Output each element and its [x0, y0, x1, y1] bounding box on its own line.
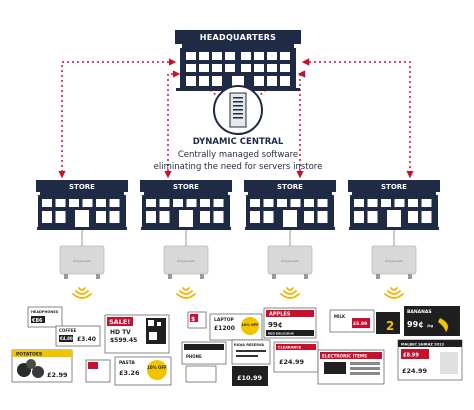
- label-apples-price: 99¢: [268, 321, 283, 329]
- base-station-1[interactable]: Displaydata: [59, 245, 105, 279]
- hq-to-store4-arrow: [301, 58, 414, 179]
- label-headphones-price: €86: [31, 318, 43, 324]
- label-phone: PHONE: [181, 341, 227, 383]
- hq-to-store1-arrow: [58, 58, 177, 179]
- label-pasta-name: PASTA: [119, 360, 135, 366]
- label-pasta-off: 10% OFF: [147, 365, 167, 370]
- label-coffee-price: £3.40: [77, 336, 96, 343]
- label-malbec-price: £8.99: [403, 353, 419, 359]
- label-juice-price: 2: [386, 319, 394, 333]
- label-electronics-price: £24.99: [402, 367, 428, 375]
- label-laptop-off: 10% OFF: [241, 323, 259, 327]
- hq-windows: [186, 52, 290, 88]
- label-apples-name: APPLES: [269, 312, 291, 318]
- label-potatoes-price: £2.99: [47, 371, 68, 379]
- label-milk: MILK £6.99: [329, 309, 375, 333]
- label-juice: 2: [376, 312, 400, 334]
- headquarters-building[interactable]: HEADQUARTERS: [175, 30, 301, 91]
- label-coffee-name: COFFEE: [59, 328, 77, 333]
- label-electronics-name: ELECTRONIC ITEMS: [322, 354, 367, 359]
- label-laptop: LAPTOP £1200 10% OFF: [209, 313, 263, 341]
- label-clearance-name: CLEARANCE: [278, 346, 302, 350]
- label-coffee: COFFEE £3.40 €4.80: [55, 325, 101, 347]
- label-rioja: RIOJA RESERVA £10.99: [231, 339, 271, 386]
- store-label-4: STORE: [381, 183, 407, 191]
- label-sale-tv: SALE! HD TV $599.45: [104, 314, 170, 354]
- central-subtitle-line1: Centrally managed software: [178, 150, 298, 160]
- label-dollar-sign: $: [191, 316, 195, 323]
- label-milk-name: MILK: [334, 314, 346, 319]
- label-pasta-price: £3.26: [119, 369, 140, 377]
- base-station-label-4: Displaydata: [385, 259, 403, 263]
- label-malbec-name: MALBEC SHIRAZ 2013: [401, 343, 444, 347]
- store-label-1: STORE: [69, 183, 95, 191]
- store-building-4[interactable]: STORE: [348, 180, 440, 230]
- wifi-signal-icon-2: [176, 287, 196, 299]
- base-station-2[interactable]: Displaydata: [163, 245, 209, 279]
- label-apples-sub: RED DELICIOUS: [268, 332, 294, 336]
- label-rioja-name: RIOJA RESERVA: [234, 343, 264, 347]
- label-small-red: [85, 359, 111, 383]
- price-labels: HEADPHONES €86 COFFEE £3.40 €4.80 POTATO…: [11, 306, 463, 386]
- base-station-3[interactable]: Displaydata: [267, 245, 313, 279]
- label-bananas-name: BANANAS: [407, 309, 432, 315]
- label-malbec: MALBEC SHIRAZ 2013 £8.99 £24.99: [397, 339, 463, 381]
- label-apples: APPLES 99¢ RED DELICIOUS: [263, 307, 317, 339]
- label-coffee-price2: €4.80: [59, 336, 73, 341]
- label-electronics: ELECTRONIC ITEMS: [317, 349, 385, 385]
- label-clearance: CLEARANCE £24.99: [273, 341, 319, 373]
- store-building-3[interactable]: STORE: [244, 180, 336, 230]
- label-tv-name: HD TV: [110, 329, 131, 336]
- stores-row: STORE Displaydata STORE Displaydata STORE Dis…: [36, 180, 440, 299]
- base-station-4[interactable]: Displaydata: [371, 245, 417, 279]
- label-headphones-name: HEADPHONES: [31, 310, 59, 314]
- base-station-label-2: Displaydata: [177, 259, 195, 263]
- label-laptop-price: £1200: [214, 325, 235, 332]
- label-potatoes-name: POTATOES: [16, 352, 42, 358]
- label-phone-name: PHONE: [186, 354, 202, 359]
- label-headphones: HEADPHONES €86: [27, 306, 63, 328]
- central-subtitle-line2: eliminating the need for servers instore: [154, 162, 323, 172]
- base-station-label-3: Displaydata: [281, 259, 299, 263]
- wifi-signal-icon-1: [72, 287, 92, 299]
- wifi-signal-icon-3: [280, 287, 300, 299]
- label-clearance2-price: £10.99: [237, 374, 263, 382]
- dynamic-central-server[interactable]: [213, 85, 263, 135]
- store-label-3: STORE: [277, 183, 303, 191]
- label-sale-text: SALE!: [109, 318, 130, 326]
- label-laptop-name: LAPTOP: [214, 317, 235, 323]
- label-bananas-price: 99¢: [407, 320, 424, 329]
- label-bananas: BANANAS 99¢ /kg: [404, 306, 460, 336]
- central-title: DYNAMIC CENTRAL: [193, 137, 284, 147]
- store-building-1[interactable]: STORE: [36, 180, 128, 230]
- wifi-signal-icon-4: [384, 287, 404, 299]
- label-dollar: $: [187, 311, 207, 329]
- base-station-label-1: Displaydata: [73, 259, 91, 263]
- store-label-2: STORE: [173, 183, 199, 191]
- headquarters-label: HEADQUARTERS: [200, 33, 276, 42]
- label-clearance-price: £24.99: [279, 358, 305, 366]
- label-tv-price: $599.45: [110, 337, 137, 344]
- label-potatoes: POTATOES £2.99: [11, 349, 73, 383]
- label-bananas-unit: /kg: [427, 324, 434, 328]
- hq-to-store2-arrow: [164, 70, 181, 179]
- store-building-2[interactable]: STORE: [140, 180, 232, 230]
- label-pasta: PASTA £3.26 10% OFF: [114, 356, 172, 386]
- label-milk-price: £6.99: [353, 321, 367, 327]
